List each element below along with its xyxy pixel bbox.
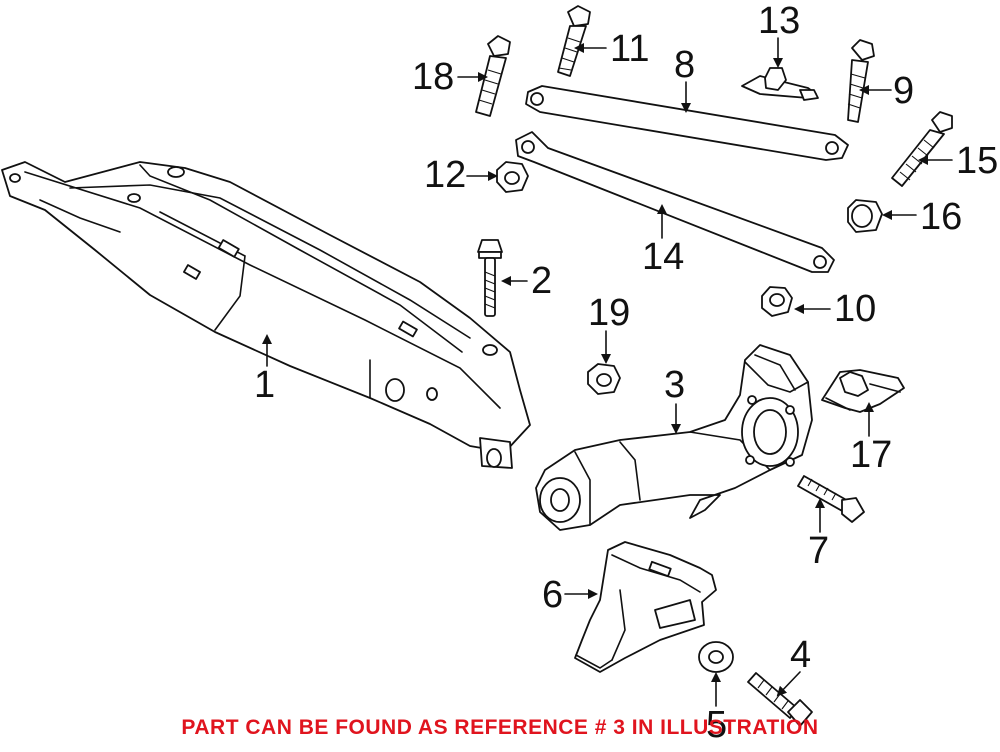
part-7-bolt <box>797 475 865 523</box>
part-10-nut <box>761 286 793 317</box>
part-1-subframe <box>1 161 531 469</box>
part-9-bolt <box>847 39 875 123</box>
callout-15: 15 <box>956 140 999 182</box>
part-3-wheel-carrier <box>535 344 813 531</box>
callout-10: 10 <box>834 288 877 330</box>
callout-19: 19 <box>588 292 631 334</box>
callout-2: 2 <box>531 260 553 302</box>
callout-9: 9 <box>893 70 915 112</box>
leader-4 <box>776 671 801 697</box>
callout-13: 13 <box>758 0 801 42</box>
part-11-bolt <box>557 5 591 77</box>
part-18-bolt <box>475 35 511 117</box>
callout-leaders <box>262 37 953 707</box>
callout-18: 18 <box>412 56 455 98</box>
callout-14: 14 <box>642 236 685 278</box>
part-12-nut <box>496 161 529 193</box>
part-6-bracket <box>574 541 717 673</box>
callout-16: 16 <box>920 196 963 238</box>
part-14-control-arm <box>515 131 835 273</box>
part-19-nut <box>587 363 621 395</box>
callout-12: 12 <box>424 154 467 196</box>
callout-8: 8 <box>674 44 696 86</box>
callout-7: 7 <box>808 530 830 572</box>
callout-5: 5 <box>706 704 728 746</box>
reference-notice: PART CAN BE FOUND AS REFERENCE # 3 IN IL… <box>181 716 819 739</box>
callout-3: 3 <box>664 364 686 406</box>
callout-11: 11 <box>610 28 650 70</box>
part-5-washer <box>698 641 734 673</box>
part-4-bolt <box>747 672 813 727</box>
part-17-mount <box>821 369 905 413</box>
callout-6: 6 <box>542 574 564 616</box>
part-2-bolt <box>477 239 503 317</box>
part-16-bushing <box>847 199 883 233</box>
callout-1: 1 <box>254 364 276 406</box>
part-8-control-arm <box>525 85 849 161</box>
part-15-bolt <box>891 111 953 187</box>
callout-4: 4 <box>790 634 812 676</box>
part-13-clip <box>741 67 819 101</box>
callout-17: 17 <box>850 434 893 476</box>
